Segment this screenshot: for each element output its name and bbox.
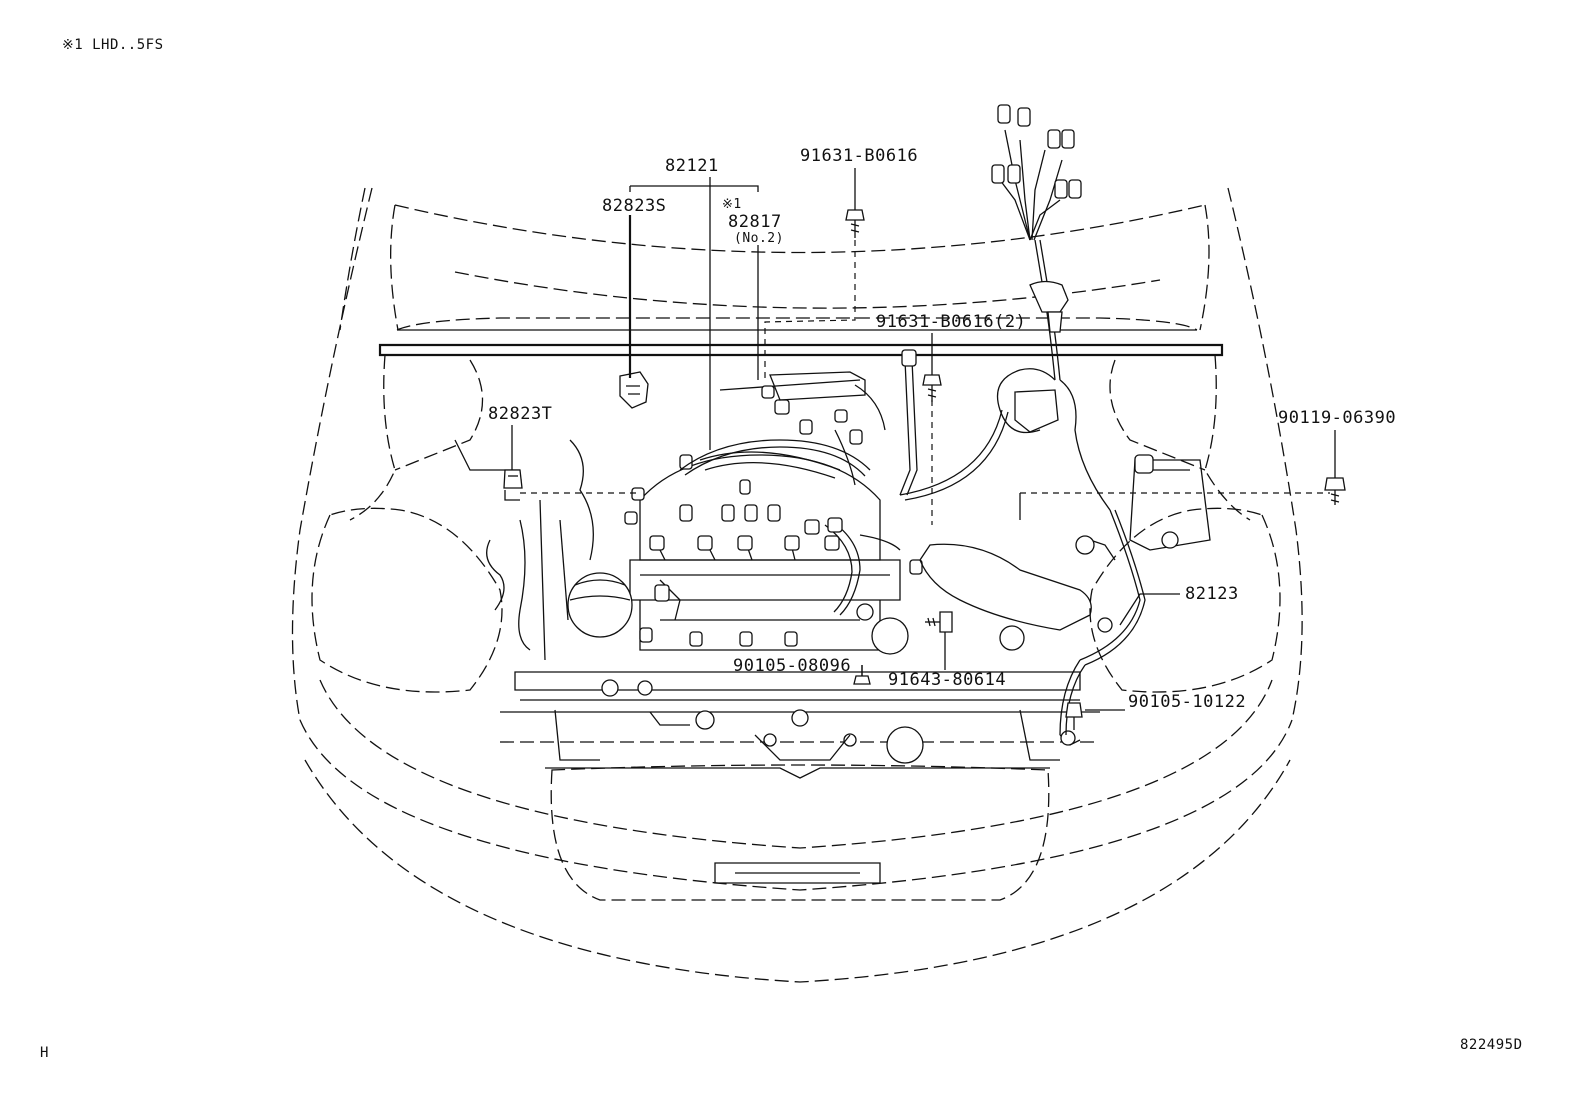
corner-mark: H — [40, 1045, 49, 1061]
part-callout-82823t[interactable]: 82823T — [488, 404, 553, 424]
leader-lines — [511, 168, 1336, 711]
part-callout-91643-80614[interactable]: 91643-80614 — [888, 670, 1007, 690]
left-side-components — [454, 371, 649, 661]
part-callout-82123[interactable]: 82123 — [1185, 584, 1239, 604]
part-callout-90105-08096[interactable]: 90105-08096 — [733, 656, 852, 676]
radiator-support — [514, 671, 1081, 764]
part-callout-82823s[interactable]: 82823S — [602, 196, 667, 216]
part-callout-90119-06390[interactable]: 90119-06390 — [1278, 408, 1397, 428]
part-callout-82817[interactable]: 82817 — [728, 212, 782, 232]
figure-code: 822495D — [1460, 1037, 1523, 1053]
part-callout-90105-10122[interactable]: 90105-10122 — [1128, 692, 1247, 712]
part-callout-91631-b0616[interactable]: 91631-B0616 — [800, 146, 919, 166]
right-side-components — [899, 104, 1211, 746]
engine-block — [624, 399, 1025, 655]
car-body-outline — [291, 187, 1303, 983]
applicability-note: ※1 LHD..5FS — [62, 37, 164, 53]
part-callout-82121[interactable]: 82121 — [665, 156, 719, 176]
part-callout-82817-qualifier: (No.2) — [734, 231, 784, 246]
main-harness — [654, 349, 918, 621]
footnote-mark-1: ※1 — [722, 197, 742, 212]
bolts — [503, 209, 1346, 730]
part-callout-91631-b0616-2[interactable]: 91631-B0616(2) — [876, 312, 1027, 332]
